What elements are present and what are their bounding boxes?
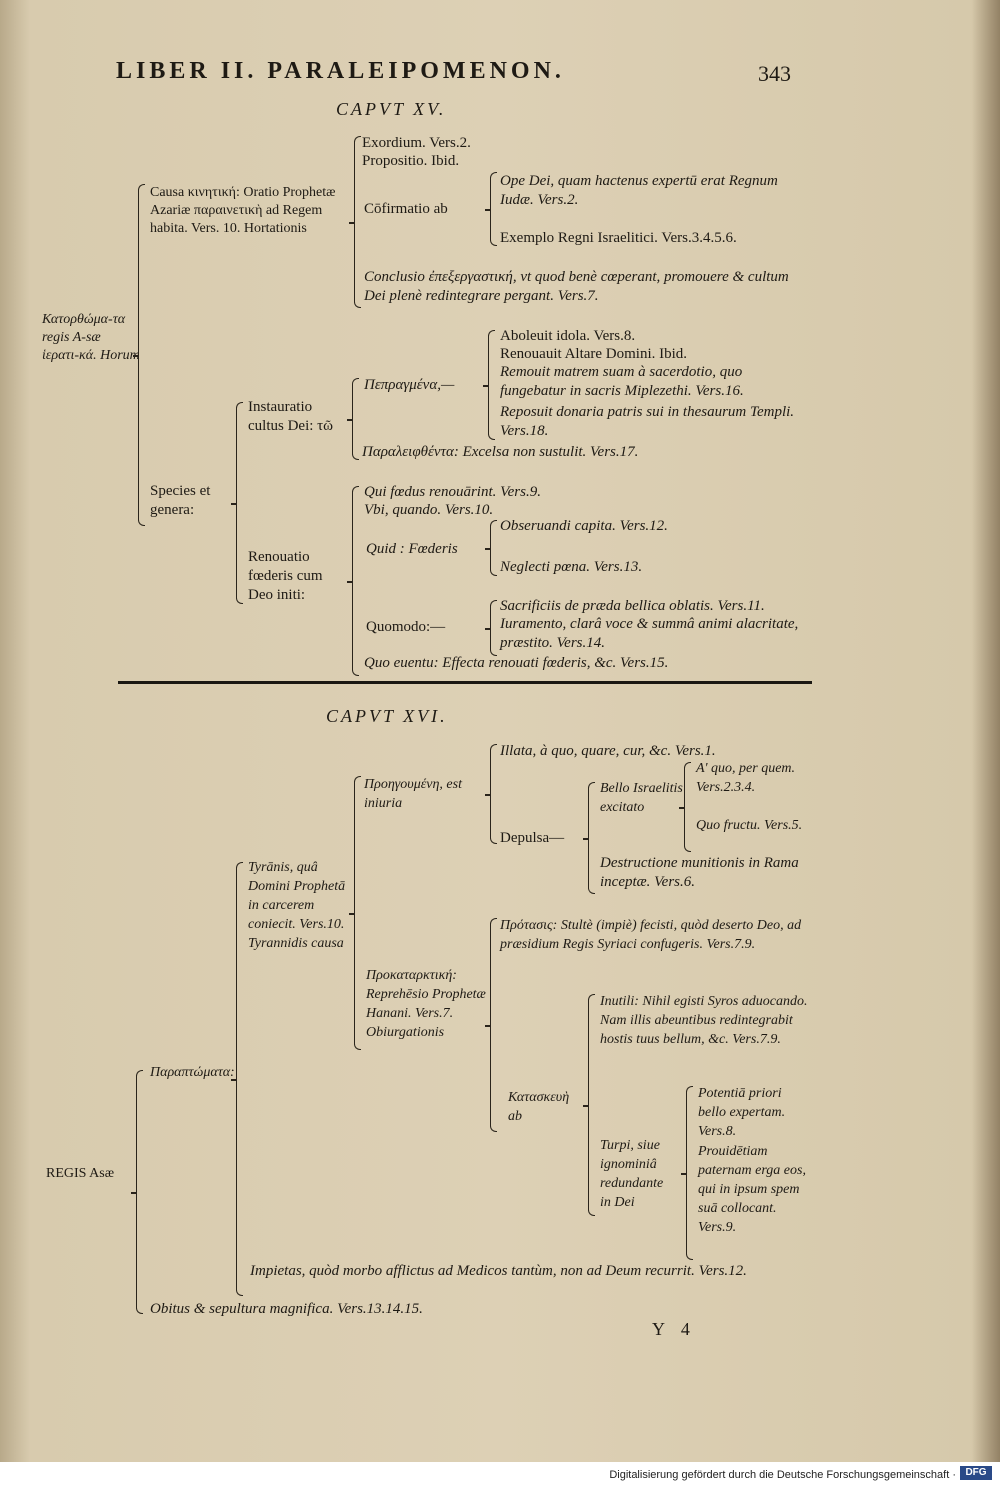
ch15-main-brace: [133, 184, 145, 526]
ch15-instauratio: Instauratio cultus Dei: τῶ: [248, 399, 334, 434]
ch16-paraptomata-brace: [231, 862, 243, 1296]
ch15-confirmatio: Cōfirmatio ab: [364, 201, 448, 217]
chapter-divider-rule: [118, 681, 812, 684]
ch15-exemplo: Exemplo Regni Israelitici. Vers.3.4.5.6.: [500, 230, 737, 246]
ch16-depulsa: Depulsa—: [500, 830, 565, 846]
ch15-aboleuit: Aboleuit idola. Vers.8.: [500, 328, 636, 344]
ch16-a-quo: A' quo, per quem. Vers.2.3.4.: [696, 761, 796, 795]
ch15-root-label: Κατορθώμα-τα regis A-sæ ἱερατι-κά. Horum: [42, 312, 140, 363]
ch16-inutili: Inutili: Nihil egisti Syros aduocando. N…: [600, 994, 808, 1047]
ch15-species-brace: [231, 402, 243, 604]
ch16-root-label: REGIS Asæ: [46, 1166, 115, 1181]
ch16-turpi: Turpi, siue ignominiâ redundante in Dei: [600, 1138, 664, 1210]
ch15-quid-brace: [485, 520, 497, 576]
ch16-destructione: Destructione munitionis in Rama inceptæ.…: [600, 855, 799, 890]
digitization-footer: Digitalisierung gefördert durch die Deut…: [0, 1462, 1000, 1485]
ch16-protasis: Πρότασις: Stultè (impiè) fecisti, quòd d…: [500, 918, 802, 952]
dfg-logo[interactable]: DFG: [960, 1466, 992, 1480]
ch15-species: Species et genera:: [150, 483, 211, 518]
ch15-causa: Causa κινητική: Oratio Prophetæ Azariæ π…: [150, 185, 336, 236]
ch16-potentia: Potentiā priori bello expertam. Vers.8.: [698, 1086, 786, 1139]
ch16-quo-fructu: Quo fructu. Vers.5.: [696, 818, 803, 833]
ch15-reposuit: Reposuit donaria patris sui in thesaurum…: [500, 404, 795, 439]
ch16-obitus: Obitus & sepultura magnifica. Vers.13.14…: [150, 1301, 423, 1317]
ch15-causa-brace: [349, 136, 361, 308]
footer-credit: Digitalisierung gefördert durch die Deut…: [609, 1469, 956, 1481]
ch15-neglecti: Neglecti pœna. Vers.13.: [500, 559, 643, 575]
ch16-kataskeue: Κατασκευὴ ab: [508, 1090, 570, 1124]
page-number: 343: [758, 61, 791, 86]
ch15-paraleiphthenta: Παραλειφθέντα: Excelsa non sustulit. Ver…: [362, 444, 639, 460]
chapter-16-heading: CAPVT XVI.: [326, 706, 448, 726]
ch15-conclusio: Conclusio ἐπεξεργαστική, vt quod benè cœ…: [364, 269, 789, 304]
ch15-ope: Ope Dei, quam hactenus expertū erat Regn…: [500, 173, 778, 208]
ch15-quomodo: Quomodo:—: [366, 619, 446, 635]
ch16-prouidetiam: Prouidētiam paternam erga eos, qui in ip…: [698, 1144, 806, 1235]
ch15-pepragmena-brace: [483, 330, 495, 440]
ch15-exordium: Exordium. Vers.2.: [362, 135, 471, 151]
ch15-obseruandi: Obseruandi capita. Vers.12.: [500, 518, 668, 534]
ch15-remouit: Remouit matrem suam à sacerdotio, quo fu…: [500, 364, 744, 399]
ch16-bello-brace: [679, 762, 691, 852]
ch16-proegoumene: Προηγουμένη, est iniuria: [364, 777, 462, 811]
ch16-depulsa-brace: [583, 782, 595, 894]
ch16-impietas: Impietas, quòd morbo afflictus ad Medico…: [250, 1263, 747, 1279]
ch16-tyrannis-brace: [349, 776, 361, 1050]
ch15-renouauit: Renouauit Altare Domini. Ibid.: [500, 346, 688, 362]
ch16-prokatarktike: Προκαταρκτική: Reprehēsio Prophetæ Hanan…: [366, 968, 486, 1040]
ch16-prokatarktike-brace: [485, 918, 497, 1132]
signature-mark: Y 4: [652, 1319, 696, 1339]
ch15-sacrificiis: Sacrificiis de præda bellica oblatis. Ve…: [500, 598, 765, 614]
ch15-qui: Qui fœdus renouārint. Vers.9.: [364, 484, 541, 500]
ch16-bello: Bello Israelitis excitato: [600, 781, 683, 815]
ch15-quo-euentu: Quo euentu: Effecta renouati fœderis, &c…: [364, 655, 669, 671]
ch15-confirmatio-brace: [485, 172, 497, 246]
ch16-kataskeue-brace: [583, 994, 595, 1216]
ch15-renouatio-brace: [347, 486, 359, 676]
ch15-quomodo-brace: [485, 600, 497, 656]
ch16-illata: Illata, à quo, quare, cur, &c. Vers.1.: [500, 743, 716, 759]
ch15-instauratio-brace: [347, 378, 359, 460]
ch16-main-brace: [131, 1070, 143, 1314]
ch15-renouatio: Renouatio fœderis cum Deo initi:: [248, 549, 323, 603]
ch15-quid: Quid : Fœderis: [366, 541, 458, 557]
ch16-proegoumene-brace: [485, 744, 497, 844]
running-title: LIBER II. PARALEIPOMENON.: [116, 58, 565, 84]
ch15-iuramento: Iuramento, clarâ voce & summâ animi alac…: [500, 616, 799, 651]
ch16-paraptomata: Παραπτώματα:: [150, 1065, 235, 1080]
ch16-tyrannis: Tyrānis, quâ Domini Prophetā in carcerem…: [248, 860, 346, 951]
ch15-vbi: Vbi, quando. Vers.10.: [364, 502, 494, 518]
ch16-turpi-brace: [681, 1086, 693, 1260]
chapter-15-heading: CAPVT XV.: [336, 99, 447, 119]
ch15-pepragmena: Πεπραγμένα,—: [364, 377, 455, 393]
ch15-propositio: Propositio. Ibid.: [362, 153, 460, 169]
